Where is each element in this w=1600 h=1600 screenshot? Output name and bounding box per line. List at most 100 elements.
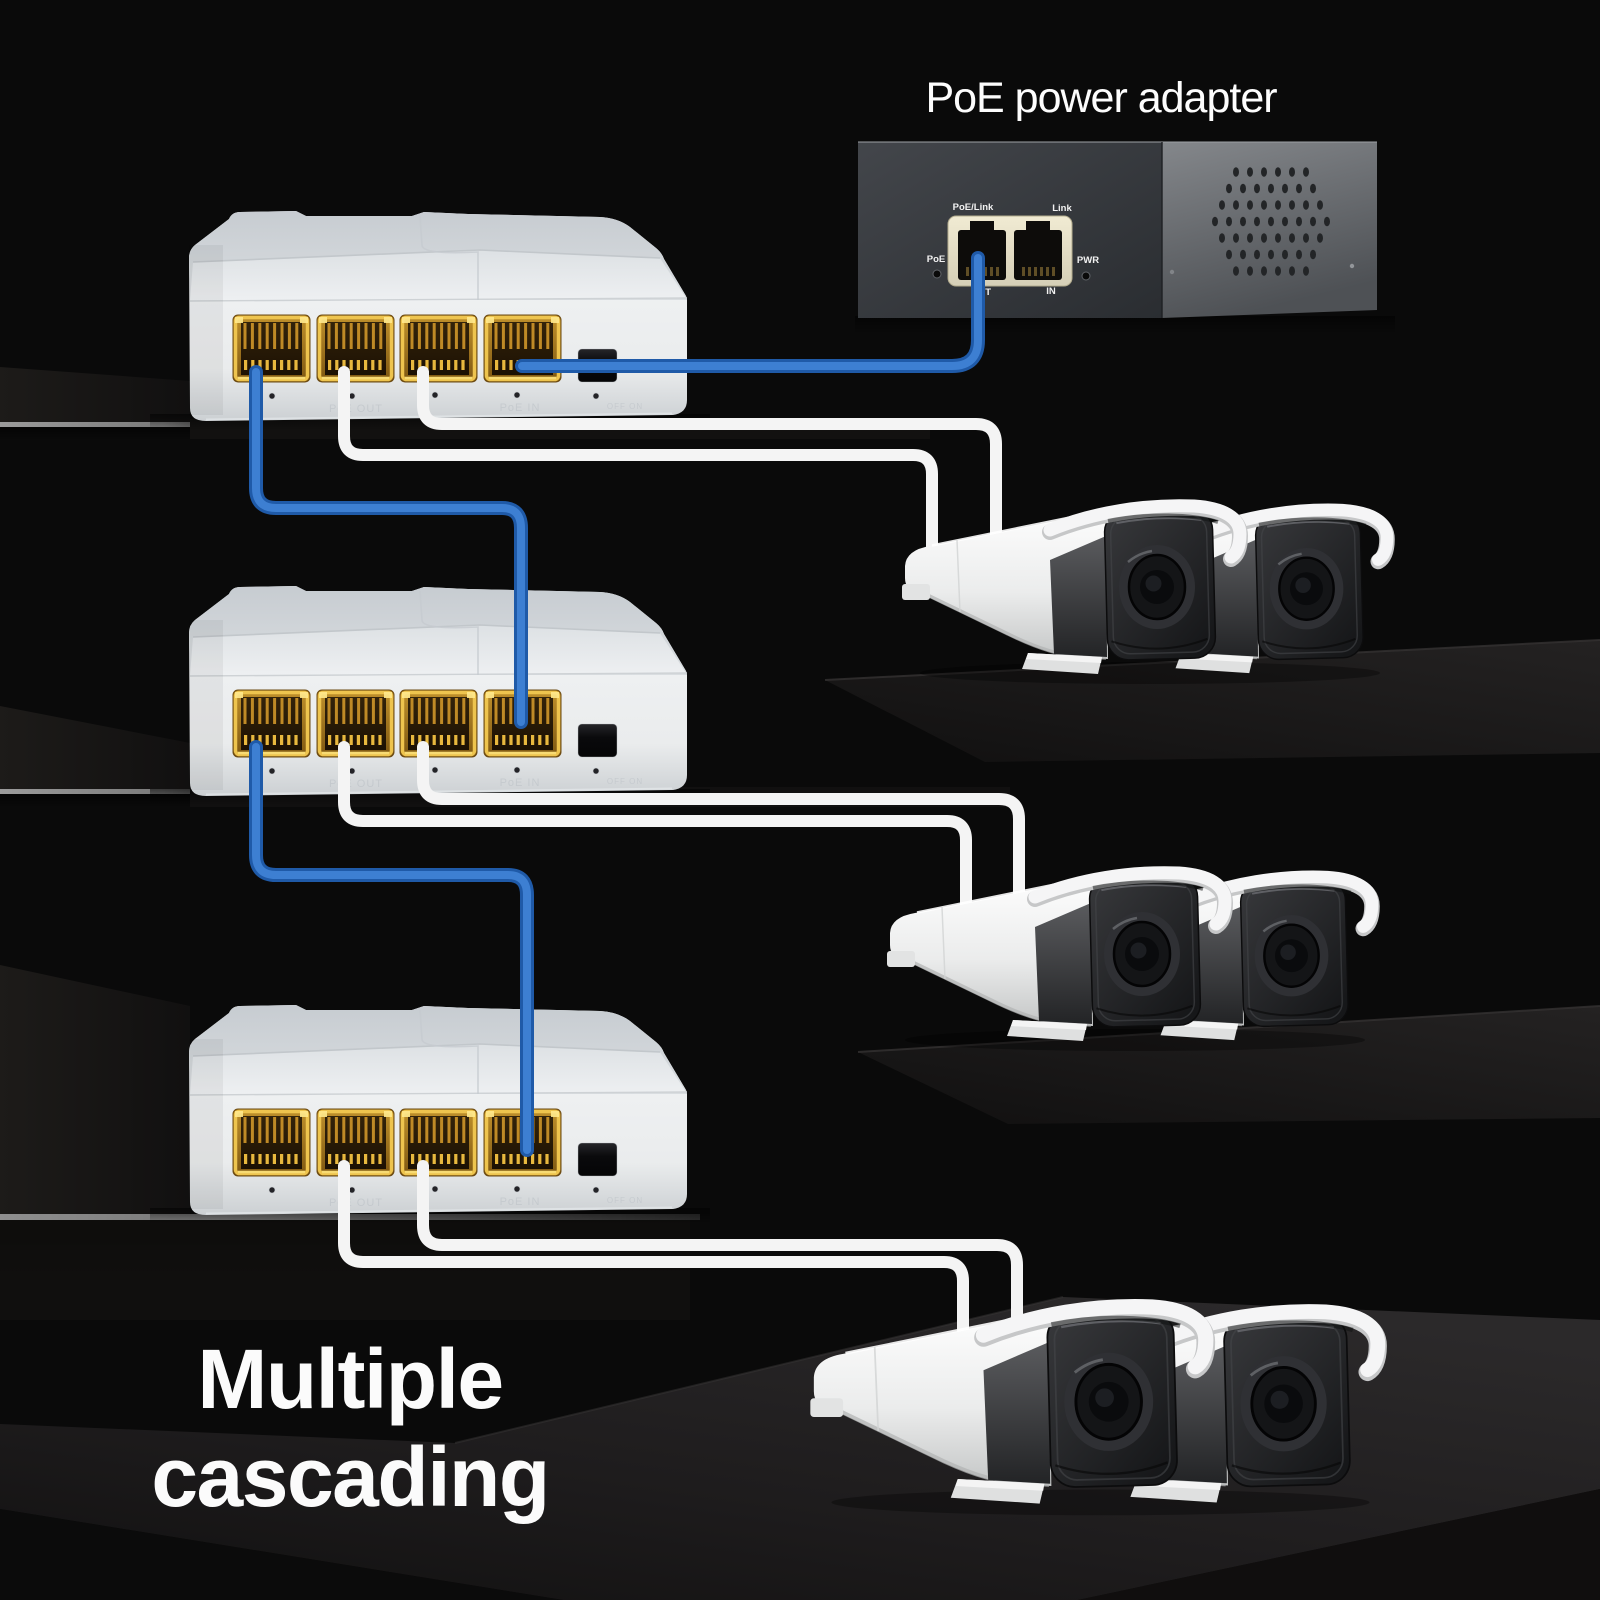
vent-hole	[1226, 249, 1232, 260]
switch-3	[150, 1005, 710, 1224]
vent-hole	[1219, 233, 1225, 243]
vent-hole	[1261, 233, 1267, 243]
poe-power-adapter: PoE/Link Link PoE PWR OUT IN	[855, 141, 1395, 334]
vent-hole	[1289, 266, 1295, 276]
vent-hole	[1254, 249, 1260, 260]
rect-detail	[1052, 267, 1055, 276]
adapter-label-link: Link	[1052, 203, 1072, 214]
caption-line2: cascading	[151, 1430, 548, 1524]
rect-detail	[990, 267, 993, 276]
vent-hole	[1296, 249, 1302, 260]
vent-hole	[1282, 249, 1288, 260]
adapter-led-pwr	[1081, 271, 1091, 281]
path-detail	[252, 743, 531, 1154]
adapter-port-plate	[947, 215, 1073, 287]
vent-hole	[1247, 167, 1253, 177]
vent-hole	[1296, 183, 1302, 194]
vent-hole	[1261, 266, 1267, 276]
rect-detail	[1026, 221, 1050, 232]
rect-detail	[1022, 267, 1025, 276]
adapter-label-poe-link: PoE/Link	[953, 202, 994, 213]
vent-hole	[1275, 266, 1281, 276]
vent-hole	[1268, 249, 1274, 260]
path-detail	[518, 254, 982, 370]
path-detail	[0, 367, 190, 423]
vent-hole	[1282, 183, 1288, 194]
path-detail	[0, 706, 190, 790]
cable-white-s2p2-cam	[338, 741, 972, 916]
vent-hole	[1317, 200, 1323, 210]
adapter-label-pwr: PWR	[1077, 255, 1099, 266]
rect-detail	[0, 427, 190, 441]
switch-1	[150, 211, 710, 430]
path-detail	[1078, 1489, 1600, 1600]
vent-hole	[1275, 200, 1281, 210]
vent-hole	[1310, 216, 1316, 227]
vent-hole	[1226, 216, 1232, 227]
vent-hole	[1268, 216, 1274, 227]
rect-detail	[1014, 230, 1062, 280]
adapter-label-in: IN	[1046, 286, 1056, 297]
vent-hole	[1233, 167, 1239, 177]
vent-hole	[1240, 183, 1246, 194]
adapter-side-face	[1162, 142, 1377, 318]
cable-white-s1p3-cam	[417, 366, 1002, 541]
adapter-screw-left	[1169, 269, 1175, 275]
vent-hole	[1261, 200, 1267, 210]
rect-detail	[855, 316, 1395, 334]
cable-white-s3p3-cam	[417, 1160, 1023, 1326]
vent-hole	[1233, 200, 1239, 210]
vent-hole	[1275, 167, 1281, 177]
rect-detail	[1040, 267, 1043, 276]
path-detail	[252, 368, 525, 726]
rect-detail	[1046, 267, 1049, 276]
rect-detail	[0, 794, 190, 808]
cable-white-s1p2-cam	[338, 366, 938, 558]
cable-white-s3p2-cam	[338, 1160, 969, 1336]
vent-hole	[1226, 183, 1232, 194]
caption-line1: Multiple	[197, 1332, 502, 1426]
adapter-led-poe	[932, 269, 942, 279]
vent-hole	[1219, 200, 1225, 210]
vent-hole	[1233, 233, 1239, 243]
vent-hole	[1317, 233, 1323, 243]
caption: Multiple cascading	[151, 1332, 550, 1524]
vent-hole	[1303, 233, 1309, 243]
title: PoE power adapter	[925, 74, 1277, 122]
shelf-edge-2	[0, 789, 205, 794]
cables	[249, 251, 1025, 1336]
vent-hole	[1289, 167, 1295, 177]
rect-detail	[1034, 267, 1037, 276]
adapter-screw-right	[1349, 263, 1355, 269]
adapter-label-poe: PoE	[927, 254, 945, 265]
switch-2	[150, 586, 710, 805]
rect-detail	[966, 267, 969, 276]
vent-hole	[1254, 183, 1260, 194]
vent-hole	[1310, 249, 1316, 260]
vent-hole	[1310, 183, 1316, 194]
vent-hole	[1289, 200, 1295, 210]
shelf-edge-1	[0, 422, 205, 427]
vent-hole	[1289, 233, 1295, 243]
vent-hole	[1254, 216, 1260, 227]
vent-hole	[1233, 266, 1239, 276]
vent-hole	[1247, 200, 1253, 210]
cable-blue-s1-to-s2	[249, 365, 528, 729]
cable-blue-s2-to-s3	[249, 740, 534, 1157]
rect-detail	[970, 221, 994, 232]
vent-hole	[1282, 216, 1288, 227]
vent-hole	[1247, 266, 1253, 276]
path-detail	[0, 965, 190, 1215]
rect-detail	[996, 267, 999, 276]
adapter-port-in	[1014, 221, 1062, 280]
vent-hole	[1268, 183, 1274, 194]
vent-hole	[1212, 216, 1218, 227]
vent-hole	[1303, 200, 1309, 210]
vent-hole	[1240, 249, 1246, 260]
vent-hole	[1275, 233, 1281, 243]
vent-holes	[1212, 167, 1330, 276]
path-detail	[858, 1006, 1600, 1124]
vent-hole	[1303, 167, 1309, 177]
vent-hole	[1240, 216, 1246, 227]
